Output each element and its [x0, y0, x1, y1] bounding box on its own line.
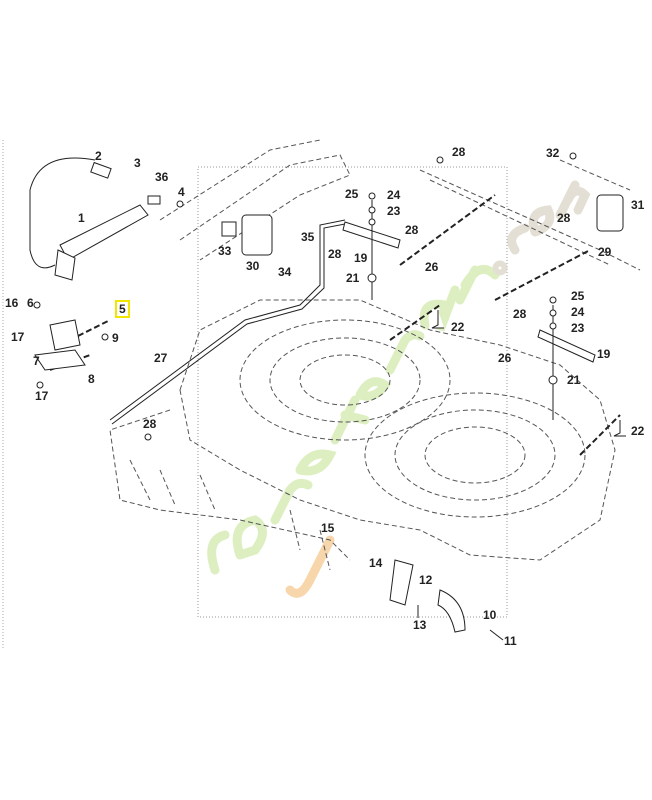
- part-label-14: 14: [369, 556, 383, 570]
- part-label-28: 28: [452, 145, 466, 159]
- part-label-26: 26: [425, 260, 439, 274]
- part-label-28: 28: [143, 417, 157, 431]
- deck-frame-border: [197, 166, 508, 618]
- part-label-5-highlighted[interactable]: 5: [115, 300, 130, 318]
- part-label-19: 19: [354, 251, 368, 265]
- part-label-24: 24: [571, 305, 585, 319]
- part-label-26: 26: [498, 351, 512, 365]
- part-label-12: 12: [419, 573, 433, 587]
- part-label-34: 34: [278, 265, 292, 279]
- part-label-30: 30: [246, 259, 260, 273]
- part-label-21: 21: [567, 373, 581, 387]
- part-label-33: 33: [218, 244, 232, 258]
- actuator-1: [29, 157, 624, 633]
- part-label-10: 10: [483, 608, 497, 622]
- part-label-11: 11: [504, 634, 517, 648]
- lift-rod-27: [109, 219, 346, 425]
- part-label-36: 36: [155, 170, 169, 184]
- part-label-31: 31: [631, 198, 645, 212]
- part-label-35: 35: [301, 230, 315, 244]
- part-label-22: 22: [631, 424, 645, 438]
- part-label-19: 19: [597, 347, 611, 361]
- part-label-17: 17: [35, 389, 49, 403]
- part-label-28: 28: [557, 211, 571, 225]
- part-label-7: 7: [33, 354, 40, 368]
- part-label-8: 8: [88, 372, 95, 386]
- part-label-22: 22: [451, 320, 465, 334]
- part-label-28: 28: [513, 307, 527, 321]
- part-label-28: 28: [328, 247, 342, 261]
- part-label-24: 24: [387, 188, 401, 202]
- part-label-6: 6: [27, 296, 34, 310]
- part-label-17: 17: [11, 330, 25, 344]
- part-label-1: 1: [78, 211, 85, 225]
- part-label-32: 32: [546, 146, 560, 160]
- watermark-logo: [207, 180, 591, 598]
- part-label-9: 9: [112, 331, 119, 345]
- part-label-3: 3: [134, 156, 141, 170]
- part-label-2: 2: [95, 149, 102, 163]
- mower-deck-outline: [109, 139, 641, 571]
- part-label-25: 25: [345, 187, 359, 201]
- part-label-28: 28: [405, 223, 419, 237]
- part-label-16: 16: [5, 296, 19, 310]
- part-label-27: 27: [154, 351, 168, 365]
- part-label-23: 23: [571, 321, 585, 335]
- part-label-4: 4: [178, 185, 185, 199]
- part-label-25: 25: [571, 289, 585, 303]
- hardware: [33, 152, 626, 641]
- part-label-13: 13: [413, 618, 427, 632]
- part-label-15: 15: [321, 521, 335, 535]
- part-label-29: 29: [598, 245, 612, 259]
- part-label-21: 21: [346, 271, 360, 285]
- part-label-23: 23: [387, 204, 401, 218]
